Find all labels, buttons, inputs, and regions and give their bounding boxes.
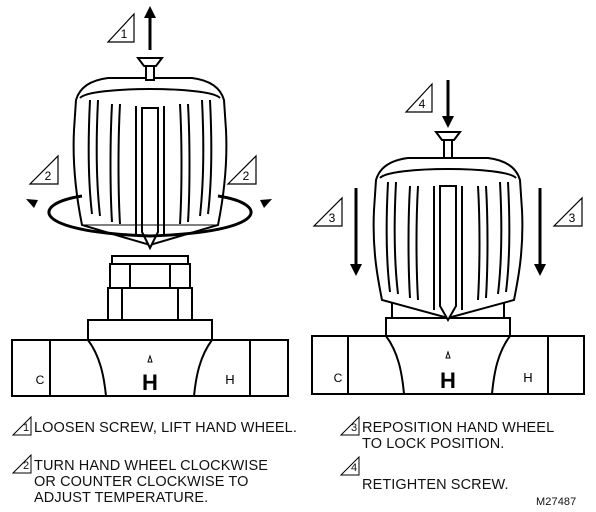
legend-step2-number: 2 [22,460,30,472]
legend-step2-line3: ADJUST TEMPERATURE. [34,490,209,506]
left-center-h-mark: H [142,370,158,395]
legend-step1-number: 1 [22,422,30,434]
left-rotation-arrowhead-left [26,199,38,208]
left-indicator-mark [147,354,153,363]
legend-step1-triangle: 1 [12,416,32,436]
right-indicator-mark [445,350,451,359]
left-valve [11,5,289,397]
right-valve [311,80,585,395]
legend-step2-line1: TURN HAND WHEEL CLOCKWISE [34,458,268,474]
right-step4-number: 4 [419,97,426,111]
left-bonnet [107,255,193,321]
left-step1-number: 1 [121,27,128,41]
left-step2-number-left: 2 [45,169,52,183]
right-step-triangles [312,82,583,227]
legend-step3-line2: TO LOCK POSITION. [362,436,505,452]
legend-step3-number: 3 [350,422,358,434]
legend-step3-line1: REPOSITION HAND WHEEL [362,420,555,436]
left-hand-wheel [72,57,228,251]
right-port-h: H [523,370,532,385]
legend-step4-text: RETIGHTEN SCREW. [362,477,509,493]
left-step2-number-right: 2 [243,169,250,183]
left-port-h: H [225,372,234,387]
right-hand-wheel [372,131,524,323]
legend-step3-triangle: 3 [340,416,360,436]
right-port-c: C [334,371,343,385]
left-rotation-arrow [47,194,253,238]
left-step-triangles [28,12,257,185]
left-valve-body [11,319,289,397]
legend-step1-text: LOOSEN SCREW, LIFT HAND WHEEL. [34,420,297,436]
right-step3-number-right: 3 [569,211,576,225]
legend-step2-line2: OR COUNTER CLOCKWISE TO [34,474,249,490]
legend-step2-triangle: 2 [12,454,32,474]
left-rotation-arrowhead-right [260,199,272,208]
right-center-h-mark: H [440,368,456,393]
right-valve-body [311,299,585,395]
figure-id: M27487 [536,496,577,508]
left-port-c: C [36,373,45,387]
legend-step4-number: 4 [350,462,358,474]
legend-step4-triangle: 4 [340,456,360,476]
right-step3-number-left: 3 [329,211,336,225]
